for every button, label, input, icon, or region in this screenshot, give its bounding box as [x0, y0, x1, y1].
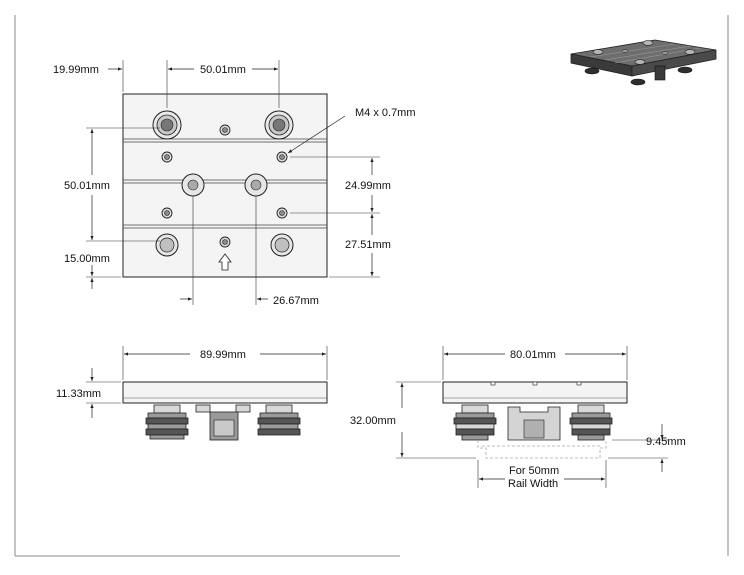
- dim-lower-spacing: 27.51mm: [345, 239, 391, 251]
- drawing-frame: [14, 15, 729, 557]
- bearing-nut-top-left: [152, 110, 182, 140]
- dim-side-height: 11.33mm: [56, 388, 101, 400]
- dim-hole-spacing: 50.01mm: [200, 64, 246, 76]
- top-view: [86, 60, 380, 305]
- dim-bottom-offset: 15.00mm: [64, 253, 110, 265]
- dim-end-width: 80.01mm: [510, 349, 556, 361]
- direction-arrow-icon: [218, 253, 232, 271]
- dim-total-height: 32.00mm: [350, 415, 396, 427]
- dim-vertical-spacing: 50.01mm: [64, 180, 110, 192]
- dim-rail-offset: 9.45mm: [646, 436, 686, 448]
- dim-center-spacing: 24.99mm: [345, 180, 391, 192]
- side-plate: [122, 381, 328, 404]
- dim-mount-hole: 26.67mm: [273, 295, 319, 307]
- isometric-view: [570, 39, 717, 86]
- dim-left-offset: 19.99mm: [53, 64, 99, 76]
- bearing-nut-top-right: [264, 110, 294, 140]
- dim-side-width: 89.99mm: [200, 349, 246, 361]
- end-view: [396, 346, 668, 488]
- rail-note-line2: Rail Width: [508, 478, 558, 490]
- side-view: [86, 346, 328, 441]
- dim-thread: M4 x 0.7mm: [355, 107, 416, 119]
- rail-note-line1: For 50mm: [509, 465, 559, 477]
